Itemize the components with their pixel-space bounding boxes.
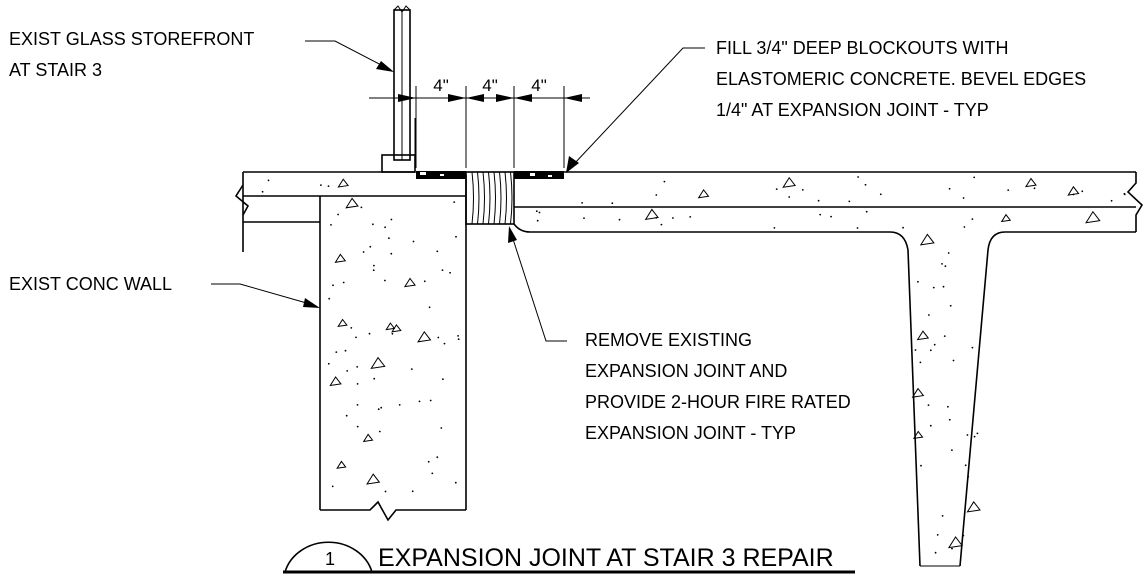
right-slab-and-beam (513, 171, 1144, 567)
wall-label: EXIST CONC WALL (9, 274, 172, 294)
left-slab (234, 171, 466, 252)
remove-label-line4: EXPANSION JOINT - TYP (585, 423, 796, 443)
concrete-hatch (261, 176, 1126, 554)
existing-concrete-wall (319, 175, 467, 522)
leader-lines (211, 40, 705, 342)
fill-label-line3: 1/4" AT EXPANSION JOINT - TYP (716, 100, 989, 120)
elastomeric-blockouts (416, 171, 564, 179)
glass-storefront (381, 5, 416, 173)
remove-label-line2: EXPANSION JOINT AND (585, 361, 787, 381)
remove-label-line3: PROVIDE 2-HOUR FIRE RATED (585, 392, 851, 412)
storefront-label-line1: EXIST GLASS STOREFRONT (9, 29, 254, 49)
detail-title-text: EXPANSION JOINT AT STAIR 3 REPAIR (378, 544, 834, 572)
remove-label-line1: REMOVE EXISTING (585, 330, 752, 350)
storefront-label-line2: AT STAIR 3 (9, 60, 102, 80)
expansion-joint-seal (465, 171, 515, 225)
detail-number: 1 (325, 549, 335, 569)
detail-title: 1 EXPANSION JOINT AT STAIR 3 REPAIR (283, 541, 855, 574)
fill-label-line2: ELASTOMERIC CONCRETE. BEVEL EDGES (716, 69, 1086, 89)
dimension-1: 4" (433, 76, 449, 95)
dimension-string: 4" 4" 4" (369, 76, 590, 168)
fill-label-line1: FILL 3/4" DEEP BLOCKOUTS WITH (716, 38, 1008, 58)
dimension-3: 4" (531, 76, 547, 95)
dimension-2: 4" (482, 76, 498, 95)
